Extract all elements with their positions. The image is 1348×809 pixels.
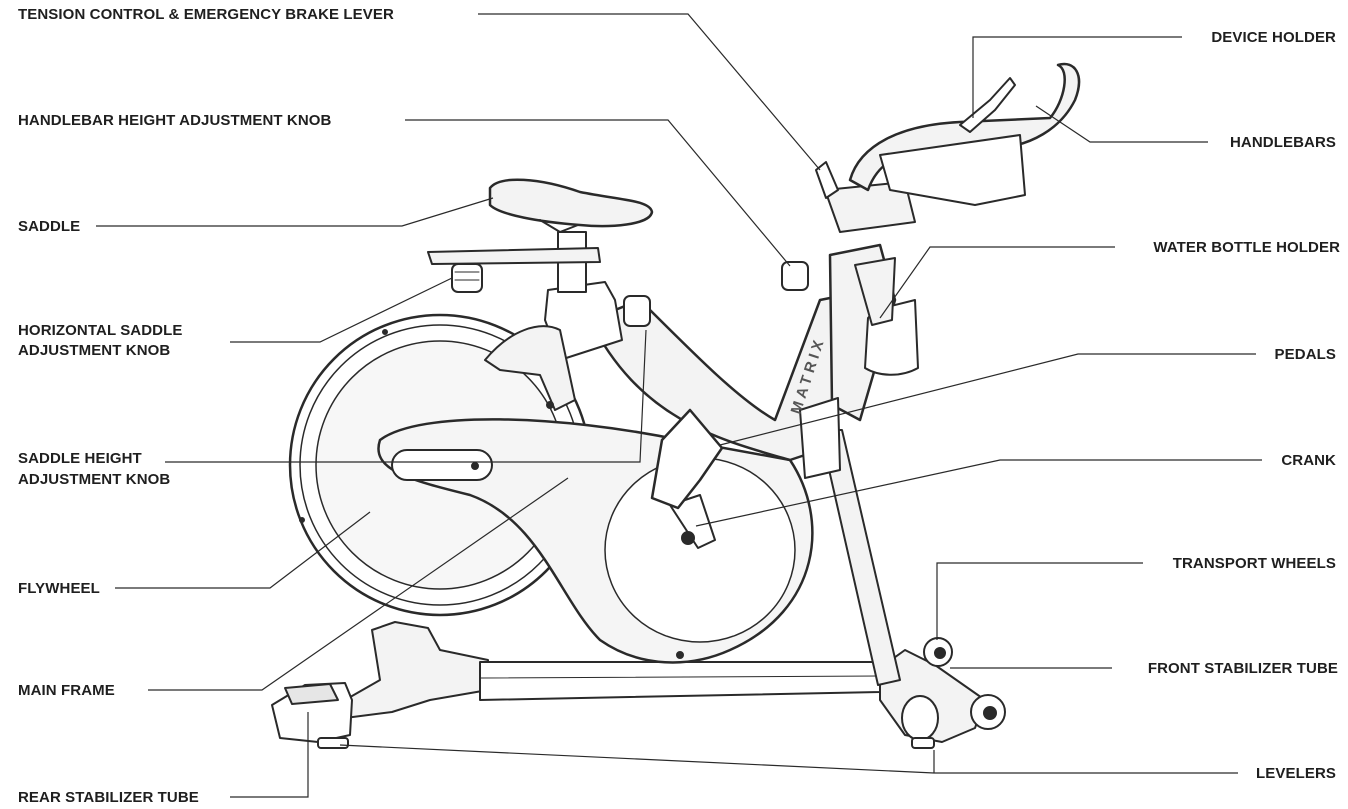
leader-saddle [96, 197, 494, 227]
leader-crank [695, 459, 1262, 527]
leader-tension-control [478, 13, 821, 171]
saddle-height-knob-shape [623, 295, 651, 327]
leader-saddle-height-knob [165, 329, 647, 463]
label-levelers: LEVELERS [1256, 765, 1336, 782]
front-stabilizer-tube [879, 649, 986, 749]
tension-lever-shape [815, 161, 839, 199]
leader-device-holder [972, 36, 1182, 118]
label-main-frame: MAIN FRAME [18, 682, 115, 699]
leader-horizontal-saddle-knob [230, 277, 453, 343]
leader-pedals [719, 353, 1256, 446]
label-horizontal-saddle-line2: ADJUSTMENT KNOB [18, 342, 171, 359]
leader-flywheel [115, 511, 371, 589]
seat-post-housing [544, 281, 623, 361]
label-flywheel: FLYWHEEL [18, 580, 100, 597]
label-rear-stabilizer: REAR STABILIZER TUBE [18, 789, 199, 806]
bike-illustration [271, 62, 1081, 749]
label-front-stabilizer: FRONT STABILIZER TUBE [1147, 660, 1338, 677]
saddle-seat [488, 178, 654, 228]
device-holder-shape [959, 77, 1016, 133]
leader-handlebar-height-knob [405, 119, 791, 267]
leader-main-frame [148, 477, 569, 691]
label-horizontal-saddle-line1: HORIZONTAL SADDLE [18, 322, 183, 339]
label-transport-wheels: TRANSPORT WHEELS [1172, 555, 1336, 572]
label-pedals: PEDALS [1274, 346, 1336, 363]
leader-handlebars [1035, 105, 1208, 143]
label-saddle-height-line1: SADDLE HEIGHT [18, 450, 142, 467]
label-handlebar-height-knob: HANDLEBAR HEIGHT ADJUSTMENT KNOB [18, 112, 332, 129]
leader-levelers [339, 744, 1238, 774]
frame-guard [799, 397, 841, 479]
handlebar-stem [824, 181, 916, 233]
label-tension-control: TENSION CONTROL & EMERGENCY BRAKE LEVER [18, 6, 394, 23]
leader-water-bottle-holder [879, 246, 1115, 319]
leader-rear-stabilizer [230, 712, 309, 798]
label-crank: CRANK [1281, 452, 1336, 469]
rear-stabilizer-tube [271, 621, 489, 749]
crank-housing [604, 457, 796, 643]
transport-wheels [923, 637, 1006, 730]
label-handlebars: HANDLEBARS [1230, 134, 1336, 151]
label-water-bottle-holder: WATER BOTTLE HOLDER [1153, 239, 1340, 256]
base-tube [479, 661, 881, 701]
label-saddle-height-line2: ADJUSTMENT KNOB [18, 471, 171, 488]
frame-slot [391, 449, 493, 481]
leader-transport-wheels [936, 562, 1143, 640]
label-device-holder: DEVICE HOLDER [1211, 29, 1336, 46]
label-saddle: SADDLE [18, 218, 81, 235]
saddle-rail [427, 247, 601, 265]
pedal-shape [650, 408, 724, 510]
leader-lines [96, 13, 1262, 798]
handlebar-height-knob-shape [781, 261, 809, 291]
